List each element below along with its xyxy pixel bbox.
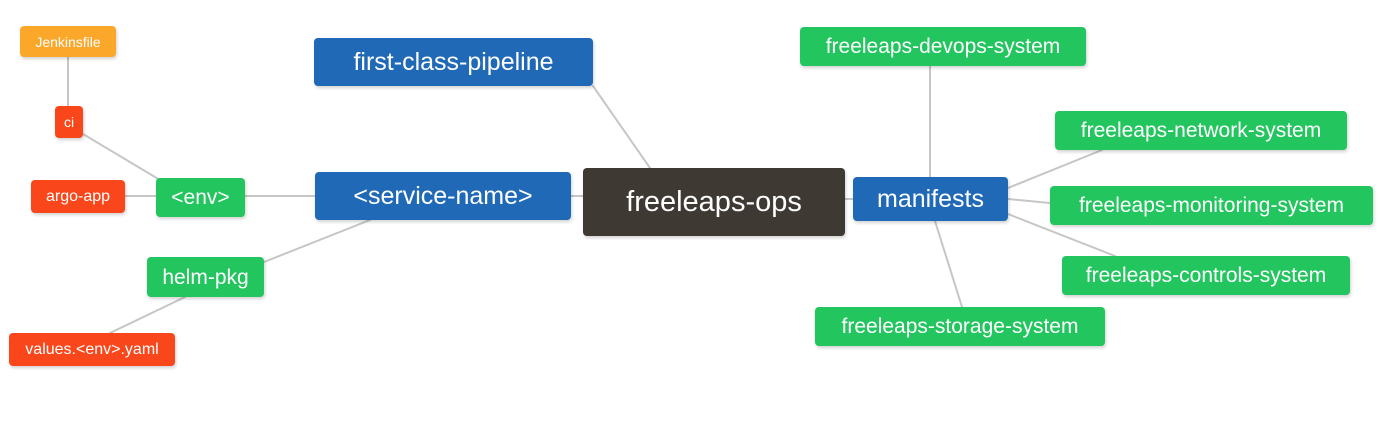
node-freeleaps-storage-system[interactable]: freeleaps-storage-system	[815, 307, 1105, 346]
node-label-jenkinsfile: Jenkinsfile	[35, 33, 101, 50]
node-label-root: freeleaps-ops	[626, 185, 802, 218]
edge-service-name-helm-pkg	[263, 219, 371, 263]
node-label-freeleaps-storage-system: freeleaps-storage-system	[841, 315, 1079, 338]
node-manifests[interactable]: manifests	[853, 177, 1008, 221]
node-label-freeleaps-controls-system: freeleaps-controls-system	[1085, 264, 1327, 287]
node-freeleaps-monitoring-system[interactable]: freeleaps-monitoring-system	[1050, 186, 1373, 225]
node-helm-pkg[interactable]: helm-pkg	[147, 257, 264, 297]
node-label-freeleaps-devops-system: freeleaps-devops-system	[825, 35, 1061, 58]
node-jenkinsfile[interactable]: Jenkinsfile	[20, 26, 116, 57]
node-label-freeleaps-monitoring-system: freeleaps-monitoring-system	[1079, 194, 1344, 217]
node-label-manifests: manifests	[877, 184, 984, 213]
node-label-argo-app: argo-app	[45, 187, 111, 205]
node-env[interactable]: <env>	[156, 178, 245, 217]
node-freeleaps-controls-system[interactable]: freeleaps-controls-system	[1062, 256, 1350, 295]
edge-manifests-monitoring	[1007, 198, 1051, 204]
node-label-values-env-yaml: values.<env>.yaml	[25, 340, 159, 358]
node-freeleaps-network-system[interactable]: freeleaps-network-system	[1055, 111, 1347, 150]
edge-root-first-class-pipeline	[592, 85, 651, 169]
node-label-ci: ci	[63, 114, 75, 130]
edge-env-ci	[82, 133, 161, 181]
node-values-env-yaml[interactable]: values.<env>.yaml	[9, 333, 175, 366]
node-label-service-name: <service-name>	[353, 181, 533, 210]
node-service-name[interactable]: <service-name>	[315, 172, 571, 220]
node-root[interactable]: freeleaps-ops	[583, 168, 845, 236]
node-label-env: <env>	[171, 186, 230, 209]
node-ci[interactable]: ci	[55, 106, 83, 138]
node-label-freeleaps-network-system: freeleaps-network-system	[1080, 119, 1322, 142]
edge-manifests-network	[1007, 149, 1103, 189]
node-first-class-pipeline[interactable]: first-class-pipeline	[314, 38, 593, 86]
edge-manifests-storage	[934, 220, 963, 308]
node-label-helm-pkg: helm-pkg	[162, 265, 249, 289]
edge-helm-pkg-values	[109, 296, 186, 334]
node-freeleaps-devops-system[interactable]: freeleaps-devops-system	[800, 27, 1086, 66]
node-argo-app[interactable]: argo-app	[31, 180, 125, 213]
node-label-first-class-pipeline: first-class-pipeline	[353, 47, 554, 76]
